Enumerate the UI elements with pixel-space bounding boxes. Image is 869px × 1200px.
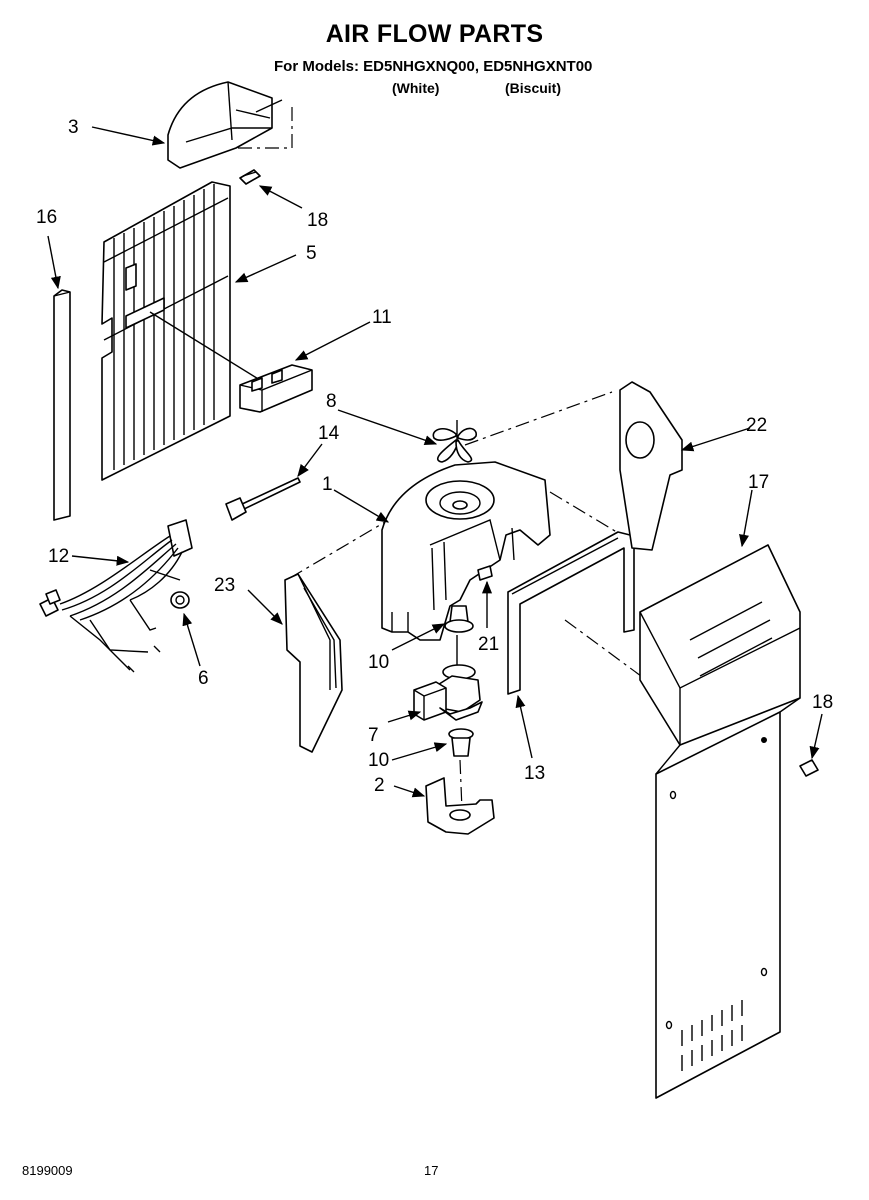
variant-biscuit: (Biscuit) — [505, 80, 561, 96]
callout-17: 17 — [748, 472, 769, 493]
part-23-side-baffle — [284, 573, 343, 753]
callout-16: 16 — [36, 207, 57, 228]
variant-white: (White) — [392, 80, 440, 96]
callout-6: 6 — [198, 668, 209, 689]
part-5-evaporator-grille — [101, 181, 261, 481]
part-16-gasket-strip — [53, 289, 71, 521]
page-number: 17 — [424, 1163, 439, 1178]
part-14-cable-tie — [225, 477, 301, 521]
callout-7: 7 — [368, 725, 379, 746]
vent-slots — [681, 1000, 743, 1071]
callout-8: 8 — [326, 391, 337, 412]
callout-18-lower: 18 — [812, 692, 833, 713]
part-21-screw — [477, 565, 493, 581]
page-title: AIR FLOW PARTS — [325, 20, 544, 48]
part-22-side-baffle — [619, 381, 683, 551]
part-17-rear-duct-cover — [639, 544, 801, 1099]
assembly-dash-lines — [238, 104, 661, 811]
document-number: 8199009 — [22, 1163, 73, 1178]
part-1-fan-housing — [381, 461, 551, 641]
callout-1: 1 — [322, 474, 333, 495]
callout-14: 14 — [318, 423, 340, 444]
part-13-gasket — [507, 531, 635, 695]
part-10-bushing-upper — [444, 605, 474, 633]
part-8-fan-blade — [432, 420, 477, 463]
part-2-motor-bracket — [425, 777, 495, 835]
part-6-grommet — [170, 591, 190, 609]
callout-18-upper: 18 — [307, 210, 328, 231]
part-10-bushing-lower — [448, 728, 474, 757]
part-12-wire-harness — [39, 519, 193, 673]
part-18-screw-upper — [239, 169, 261, 185]
part-3-air-duct — [167, 81, 283, 169]
models-line: For Models: ED5NHGXNQ00, ED5NHGXNT00 — [274, 58, 593, 75]
callout-23: 23 — [214, 575, 235, 596]
callout-21: 21 — [478, 634, 499, 655]
callout-11: 11 — [372, 307, 392, 328]
callout-2: 2 — [374, 775, 385, 796]
callout-labels: 3 18 5 16 11 8 14 1 22 17 12 23 6 21 10 … — [36, 117, 833, 796]
leader-arrows — [47, 126, 823, 798]
part-11-bracket — [239, 364, 313, 413]
callout-10-lower: 10 — [368, 750, 389, 771]
callout-5: 5 — [306, 243, 317, 264]
callout-12: 12 — [48, 546, 69, 567]
callout-10-upper: 10 — [368, 652, 389, 673]
callout-3: 3 — [68, 117, 79, 138]
callout-22: 22 — [746, 415, 767, 436]
part-18-screw-lower — [799, 759, 819, 777]
callout-13: 13 — [524, 763, 545, 784]
part-7-fan-motor — [413, 635, 483, 721]
